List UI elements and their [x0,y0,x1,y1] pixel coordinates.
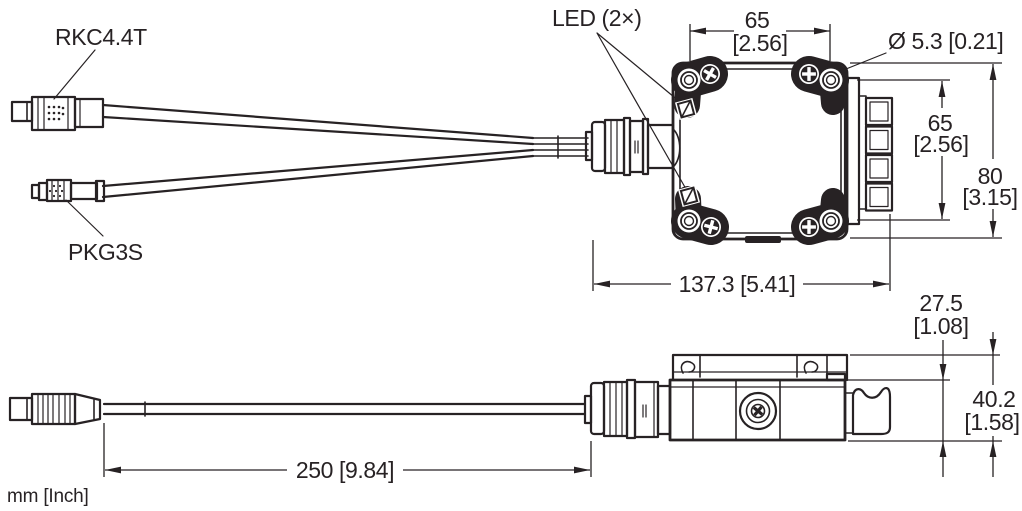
knurl-dots [48,184,64,198]
junction-box [671,56,849,245]
label-connector-pkg: PKG3S [68,239,143,265]
leader-lines [53,32,687,237]
side-view-dimensions: 250 [9.84] 27.5 [1.08] 40.2 [1.58] [103,290,1020,483]
dim-overall-length: 137.3 [5.41] [679,271,796,297]
phillips-screw-icon [701,217,721,237]
dimension-arrows [594,27,997,288]
cable-gland-top [584,116,675,177]
phillips-screw-icon [799,217,819,237]
cover-screws [700,64,819,237]
dim-housing-height-mm: 80 [978,163,1003,189]
dim-hole-spacing-h-mm: 65 [745,7,770,33]
connector-rkc [10,95,105,132]
corner-bosses [671,56,849,245]
dim-body-height-mm: 27.5 [919,290,962,316]
dim-hole-spacing-v-inch: [2.56] [913,131,968,157]
mounting-hole [677,68,701,92]
knurl-dots [47,105,65,121]
dim-housing-height-inch: [3.15] [962,184,1017,210]
dim-cable-length: 250 [9.84] [296,457,394,483]
top-view: 65 [2.56] Ø 5.3 [0.21] 65 [2.56] 80 [3.1… [10,5,1018,297]
mounting-holes [677,68,843,233]
label-hole-diameter: Ø 5.3 [0.21] [888,28,1003,54]
dim-total-height-inch: [1.58] [964,409,1019,435]
label-connector-rkc: RKC4.4T [55,24,147,50]
led-window [674,97,698,121]
dimension-arrows [105,339,997,474]
side-view: 250 [9.84] 27.5 [1.08] 40.2 [1.58] [8,290,1020,483]
mounting-plate [671,353,849,382]
cable-side [102,401,587,417]
mounting-hole [819,209,843,233]
dim-hole-spacing-v-mm: 65 [928,110,953,136]
bottom-tab [745,236,781,243]
mount-clip [844,387,892,436]
connector-pkg [30,178,106,203]
dim-body-height-inch: [1.08] [913,313,968,339]
dim-total-height-mm: 40.2 [972,386,1015,412]
phillips-screw-icon [799,64,819,84]
units-note: mm [Inch] [7,486,89,507]
mounting-hole [819,68,843,92]
center-screw-icon [738,391,778,431]
dim-hole-spacing-h-inch: [2.56] [732,30,787,56]
connector-side [8,392,102,426]
terminal-block [843,76,894,226]
cable-pair [101,103,589,199]
label-led: LED (2×) [552,5,641,31]
box-body-side [668,378,847,442]
cable-gland-side [583,378,672,440]
mounting-hole [677,209,701,233]
phillips-screw-icon [700,64,720,84]
top-view-dimensions: 65 [2.56] Ø 5.3 [0.21] 65 [2.56] 80 [3.1… [592,7,1018,297]
led-window [677,184,701,208]
